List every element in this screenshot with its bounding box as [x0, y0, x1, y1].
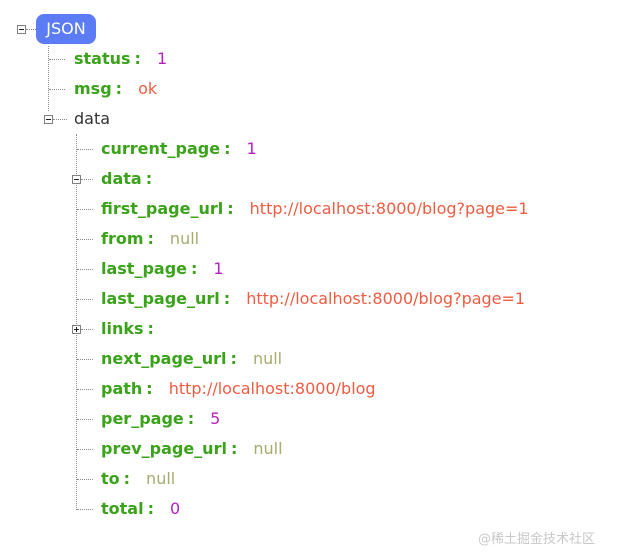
node-data[interactable]: data	[74, 108, 110, 130]
tree-connector	[77, 149, 93, 150]
collapse-toggle-data-inner[interactable]	[72, 175, 81, 184]
node-value-number: 0	[169, 499, 181, 518]
node-separator: :	[223, 289, 231, 308]
tree-connector	[77, 359, 93, 360]
node-key: msg	[74, 79, 112, 98]
node-key: total	[101, 499, 144, 518]
node-key: data	[74, 109, 111, 128]
tree-connector	[77, 479, 93, 480]
node-key: status	[74, 49, 131, 68]
tree-connector	[26, 29, 36, 30]
node-separator: :	[187, 409, 195, 428]
tree-connector	[53, 119, 67, 120]
node-value-string: http://localhost:8000/blog?page=1	[249, 199, 529, 218]
node-separator: :	[147, 229, 154, 248]
node-key: next_page_url	[101, 349, 227, 368]
node-separator: :	[115, 79, 123, 98]
node-value-number: 1	[156, 49, 168, 68]
node-value-string: http://localhost:8000/blog	[168, 379, 376, 398]
node-prev-page-url[interactable]: prev_page_url: null	[101, 438, 283, 460]
collapse-toggle-data[interactable]	[44, 115, 53, 124]
node-separator: :	[224, 139, 231, 158]
node-value-number: 1	[213, 259, 224, 278]
tree-connector	[77, 269, 93, 270]
node-key: prev_page_url	[101, 439, 227, 458]
tree-connector	[49, 59, 65, 60]
tree-connector	[77, 239, 93, 240]
node-last-page[interactable]: last_page:1	[101, 258, 224, 280]
tree-connector	[81, 329, 93, 330]
expand-toggle-links[interactable]	[72, 325, 81, 334]
node-value-null: null	[146, 469, 176, 488]
tree-connector	[77, 509, 93, 510]
tree-connector	[77, 299, 93, 300]
node-value-null: null	[169, 229, 200, 248]
node-value-number: 5	[210, 409, 221, 428]
node-first-page-url[interactable]: first_page_url: http://localhost:8000/blo…	[101, 198, 529, 220]
node-separator: :	[134, 49, 141, 68]
tree-connector	[77, 449, 93, 450]
node-separator: :	[230, 349, 237, 368]
root-json-badge[interactable]: JSON	[36, 14, 96, 44]
node-per-page[interactable]: per_page:5	[101, 408, 220, 430]
node-separator: :	[191, 259, 198, 278]
node-key: from	[101, 229, 144, 248]
tree-connector	[49, 89, 65, 90]
node-key: last_page_url	[101, 289, 220, 308]
node-value-string: http://localhost:8000/blog?page=1	[246, 289, 526, 308]
tree-guide-level-2	[76, 134, 77, 510]
node-separator: :	[146, 379, 153, 398]
tree-guide-level-1	[48, 46, 49, 111]
node-value-number: 1	[246, 139, 257, 158]
node-from[interactable]: from: null	[101, 228, 199, 250]
node-separator: :	[145, 169, 153, 188]
node-key: data	[101, 169, 142, 188]
tree-connector	[77, 419, 93, 420]
watermark-text: @稀土掘金技术社区	[478, 532, 596, 547]
node-key: first_page_url	[101, 199, 224, 218]
collapse-toggle-root[interactable]	[17, 25, 26, 34]
tree-connector	[81, 179, 93, 180]
node-current-page[interactable]: current_page:1	[101, 138, 257, 160]
tree-connector	[77, 389, 93, 390]
node-separator: :	[227, 199, 234, 218]
node-separator: :	[147, 499, 154, 518]
node-separator: :	[230, 439, 238, 458]
node-key: to	[101, 469, 120, 488]
node-key: links	[101, 319, 144, 338]
node-to[interactable]: to: null	[101, 468, 175, 490]
node-total[interactable]: total:0	[101, 498, 180, 520]
tree-connector	[77, 209, 93, 210]
node-next-page-url[interactable]: next_page_url: null	[101, 348, 282, 370]
node-links[interactable]: links:	[101, 318, 154, 340]
node-key: per_page	[101, 409, 184, 428]
node-key: current_page	[101, 139, 221, 158]
node-key: path	[101, 379, 143, 398]
node-key: last_page	[101, 259, 188, 278]
node-value-null: null	[252, 349, 283, 368]
node-path[interactable]: path: http://localhost:8000/blog	[101, 378, 376, 400]
node-msg[interactable]: msg: ok	[74, 78, 157, 100]
node-status[interactable]: status:1	[74, 48, 167, 70]
node-separator: :	[123, 469, 131, 488]
node-last-page-url[interactable]: last_page_url: http://localhost:8000/blog…	[101, 288, 525, 310]
node-value-null: null	[253, 439, 283, 458]
node-separator: :	[147, 319, 154, 338]
node-data-inner[interactable]: data:	[101, 168, 152, 190]
node-value-string: ok	[138, 79, 158, 98]
